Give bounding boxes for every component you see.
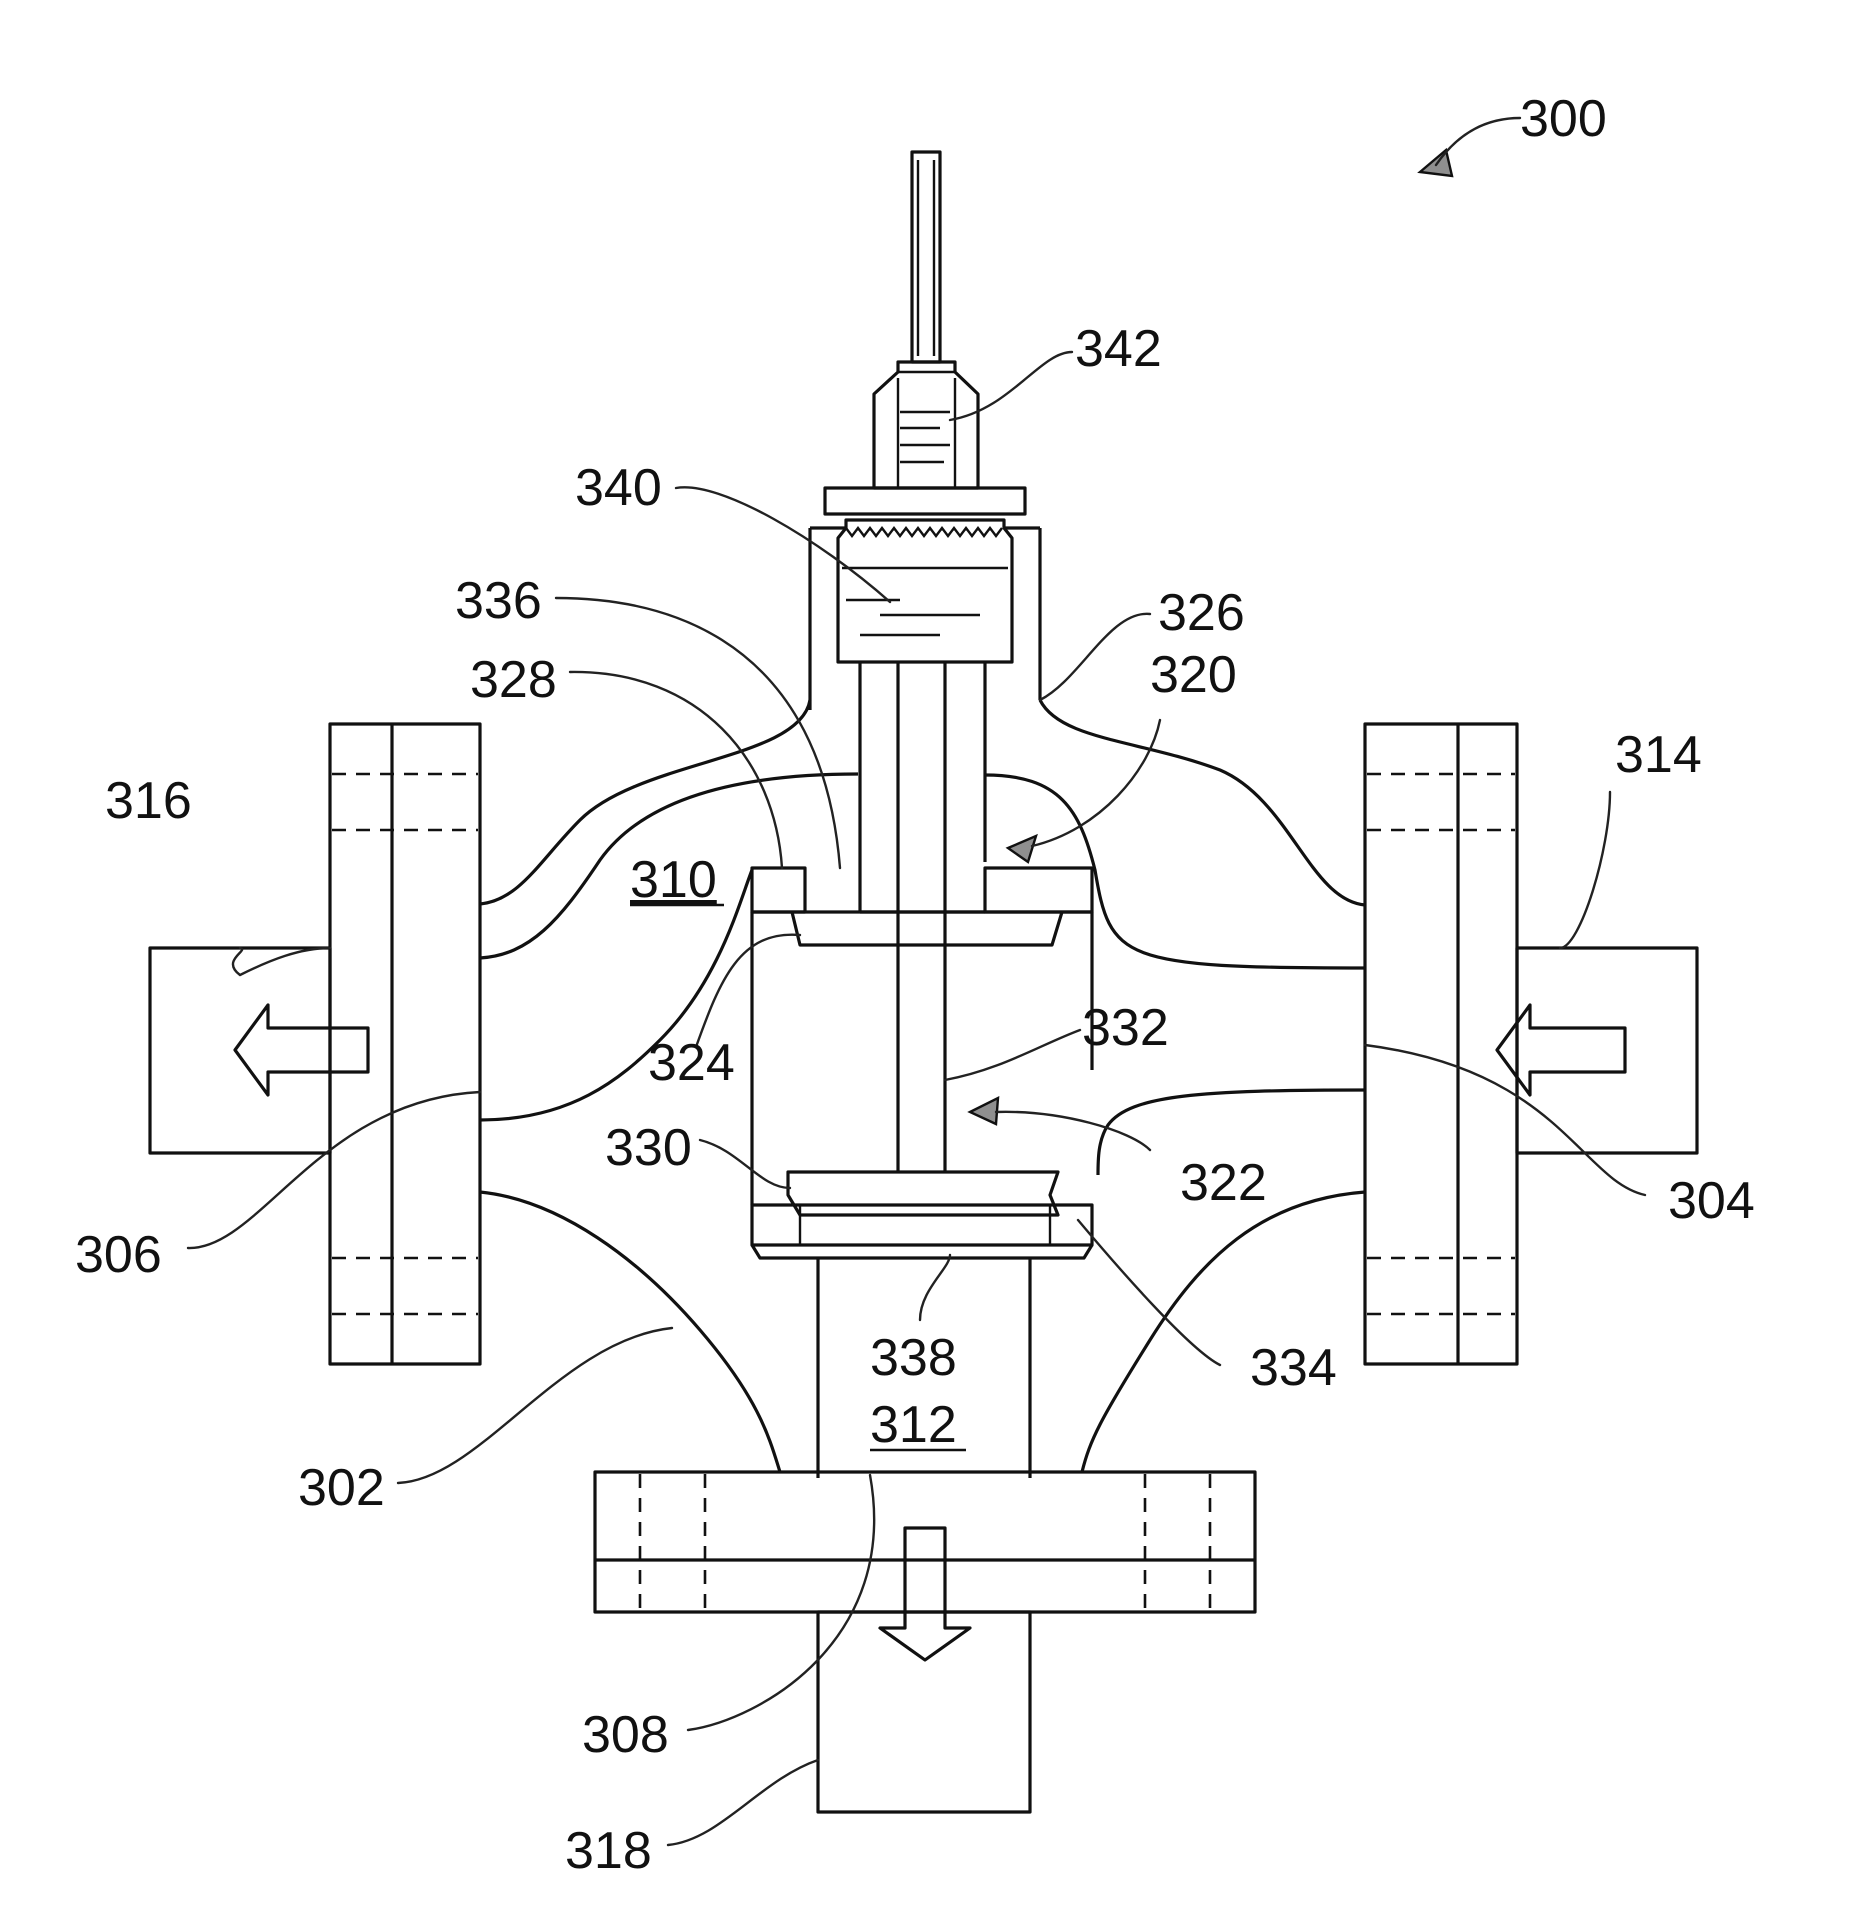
label-330: 330: [605, 1119, 692, 1177]
stem-assembly: [810, 152, 1040, 1172]
right-flange: [1365, 724, 1697, 1364]
label-308: 308: [582, 1706, 669, 1764]
label-320: 320: [1150, 646, 1237, 704]
label-314: 314: [1615, 726, 1702, 784]
label-316: 316: [105, 772, 192, 830]
label-328: 328: [470, 651, 557, 709]
label-340: 340: [575, 459, 662, 517]
label-334: 334: [1250, 1339, 1337, 1397]
label-300: 300: [1520, 90, 1607, 148]
label-304: 304: [1668, 1172, 1755, 1230]
label-324: 324: [648, 1034, 735, 1092]
label-322: 322: [1180, 1154, 1267, 1212]
arrowhead-322: [970, 1098, 998, 1124]
label-302: 302: [298, 1459, 385, 1517]
label-312: 312: [870, 1396, 957, 1454]
label-336: 336: [455, 572, 542, 630]
label-342: 342: [1075, 320, 1162, 378]
label-326: 326: [1158, 584, 1245, 642]
arrowhead-320: [1008, 836, 1036, 862]
left-flange: [150, 724, 480, 1364]
bottom-flange: [595, 1472, 1255, 1812]
label-318: 318: [565, 1822, 652, 1880]
label-306: 306: [75, 1226, 162, 1284]
label-338: 338: [870, 1329, 957, 1387]
leader-lines: [188, 118, 1645, 1845]
label-310: 310: [630, 851, 717, 909]
label-332: 332: [1082, 999, 1169, 1057]
